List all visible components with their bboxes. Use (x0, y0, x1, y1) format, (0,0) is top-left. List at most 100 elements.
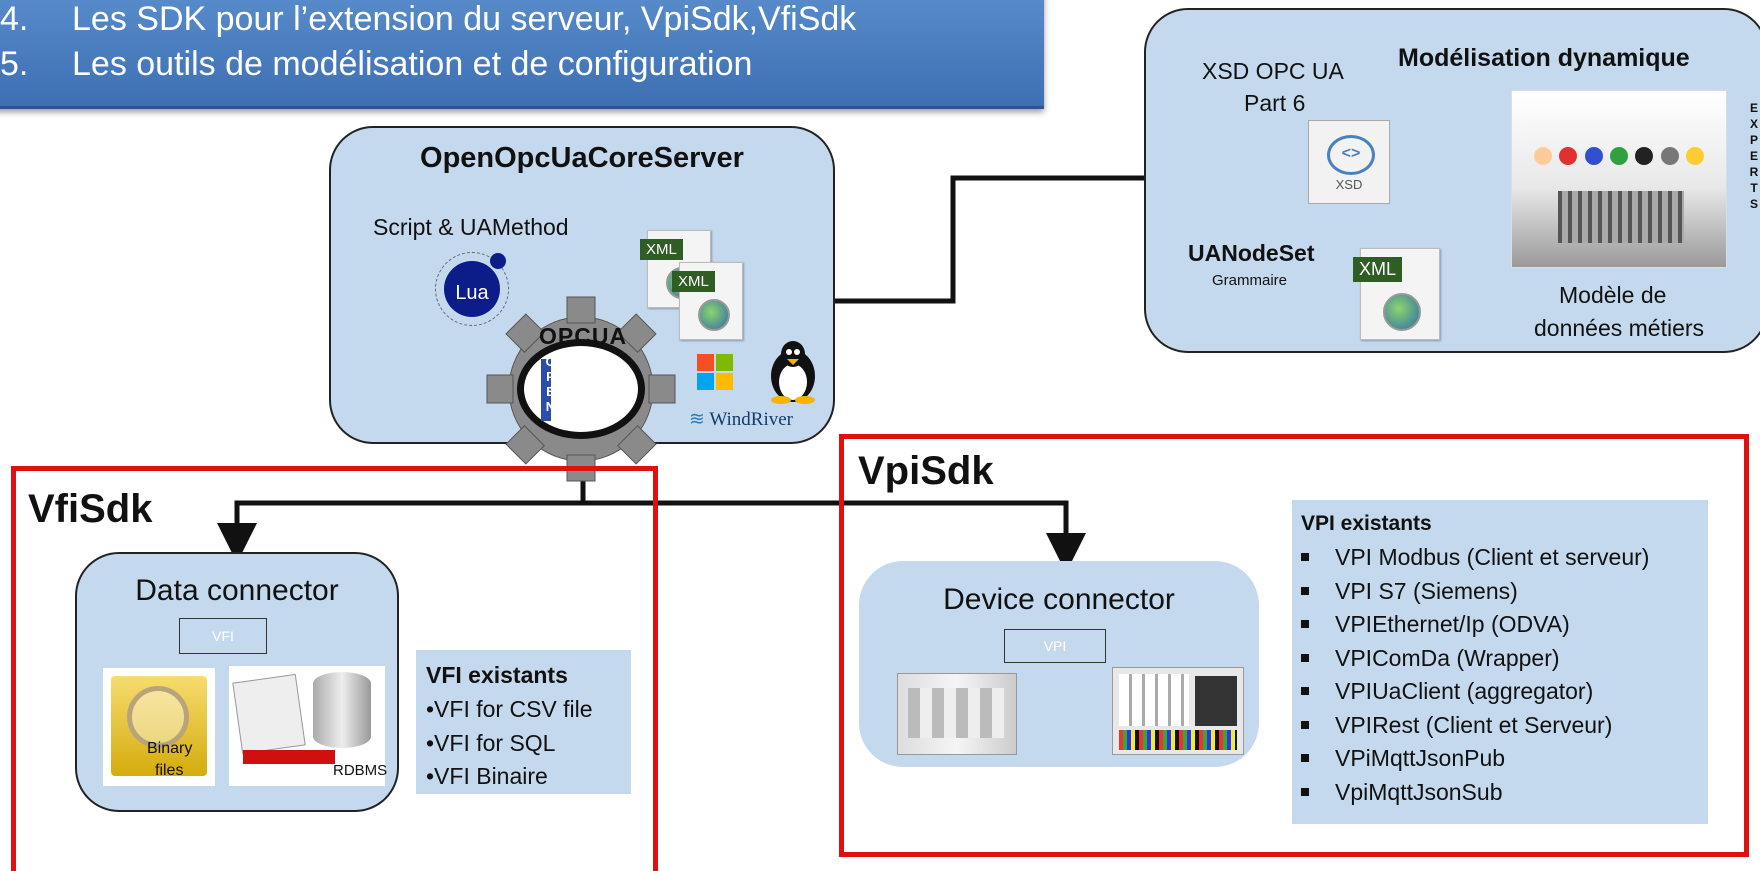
bullet-square-icon (1301, 787, 1309, 796)
model-label-line1: Modèle de (1559, 282, 1667, 308)
vfi-existing-item: •VFI for CSV file (426, 696, 593, 722)
lua-logo: Lua (435, 252, 509, 326)
xsd-file-icon: <> XSD (1308, 120, 1390, 204)
rdbms-label: RDBMS (333, 762, 388, 779)
vpi-existing-item: VPIComDa (Wrapper) (1301, 645, 1560, 672)
bullet-square-icon (1301, 653, 1309, 662)
xml-tag-label: XML (640, 239, 683, 260)
vpi-existing-item: VPI S7 (Siemens) (1301, 578, 1518, 605)
vpisdk-title: VpiSdk (858, 449, 994, 493)
bullet-square-icon (1301, 720, 1309, 729)
rdbms-image: RDBMS (229, 666, 388, 786)
globe-icon-2 (698, 299, 730, 331)
model-label-line2: données métiers (1534, 315, 1705, 341)
banner-line-4-text: Les SDK pour l’extension du serveur, Vpi… (72, 0, 857, 38)
experts-heads (1534, 147, 1704, 169)
database-icon (313, 672, 371, 748)
windows-logo-green (716, 354, 733, 371)
xsd-brackets-icon: <> (1327, 135, 1375, 175)
header-banner: 4. Les SDK pour l’extension du serveur, V… (0, 0, 1044, 109)
plc-device-image (897, 673, 1017, 755)
windows-logo-red (697, 354, 714, 371)
opcua-gear-logo (486, 296, 676, 482)
breakers-icon (1119, 674, 1189, 726)
open-logo-text: OPEN (543, 354, 558, 414)
vpi-existing-item-label: VPI Modbus (Client et serveur) (1335, 544, 1650, 570)
electrical-cabinet-image (1112, 667, 1244, 755)
vpi-existing-item: VPiMqttJsonPub (1301, 745, 1505, 772)
vpi-existing-item-label: VpiMqttJsonSub (1335, 779, 1503, 805)
data-connector-panel: Data connector VFI Binary files RDBMS (75, 552, 399, 812)
lua-moon-icon (490, 253, 506, 269)
vfi-existing-title: VFI existants (426, 662, 568, 688)
banner-line-4: 4. Les SDK pour l’extension du serveur, V… (0, 0, 856, 39)
red-arrow-icon (243, 750, 335, 764)
windows-logo-yellow (716, 373, 733, 390)
vfi-existing-item: •VFI for SQL (426, 730, 556, 756)
windriver-logo: ≋ WindRiver (689, 408, 793, 431)
lua-logo-circle: Lua (444, 261, 500, 317)
wires-icon (1119, 730, 1237, 750)
xsd-label-line2: Part 6 (1244, 90, 1306, 116)
script-uamethod-label: Script & UAMethod (373, 214, 569, 240)
uanodeset-label: UANodeSet (1188, 240, 1315, 266)
opcua-logo-text: OPCUA (539, 323, 628, 349)
vfi-interface-box: VFI (179, 618, 267, 654)
bullet-square-icon (1301, 552, 1309, 561)
table-sheet-icon (232, 673, 306, 755)
device-connector-title: Device connector (943, 583, 1175, 616)
bullet-square-icon (1301, 619, 1309, 628)
vpi-existing-item-label: VPIUaClient (aggregator) (1335, 678, 1594, 704)
vfi-existing-item: •VFI Binaire (426, 763, 548, 789)
vpi-existing-item: VPI Modbus (Client et serveur) (1301, 544, 1649, 571)
core-server-panel: OpenOpcUaCoreServer Script & UAMethod Lu… (329, 126, 835, 482)
vpi-existing-item-label: VPIEthernet/Ip (ODVA) (1335, 611, 1570, 637)
uanodeset-xml-icon: XML (1353, 248, 1440, 340)
arrow-server-to-vpi (583, 500, 1086, 573)
xml-tag-label-2: XML (672, 271, 715, 292)
vpi-existing-item: VPIEthernet/Ip (ODVA) (1301, 611, 1570, 638)
vpi-existing-item-label: VPiMqttJsonPub (1335, 745, 1506, 771)
vpi-interface-box: VPI (1004, 629, 1106, 663)
linux-tux-icon (771, 341, 815, 404)
vpi-existing-item: VPIRest (Client et Serveur) (1301, 712, 1612, 739)
controller-icon (1195, 676, 1237, 726)
xsd-label-line1: XSD OPC UA (1202, 58, 1344, 84)
vfisdk-frame (11, 466, 658, 871)
banner-line-5-text: Les outils de modélisation et de configu… (72, 45, 753, 83)
banner-line-4-number: 4. (0, 0, 29, 38)
xml-file-icon-2: XML (672, 262, 743, 340)
vpi-existing-item-label: VPIComDa (Wrapper) (1335, 645, 1560, 671)
windriver-label: WindRiver (709, 409, 794, 430)
modeling-panel: Modélisation dynamique XSD OPC UA Part 6… (1144, 8, 1760, 353)
data-connector-title: Data connector (135, 574, 339, 607)
modeling-title: Modélisation dynamique (1398, 44, 1690, 72)
binary-files-image: Binary files (103, 668, 215, 786)
uanodeset-globe-icon (1383, 293, 1421, 331)
bullet-square-icon (1301, 686, 1309, 695)
bullet-square-icon (1301, 586, 1309, 595)
xsd-icon-text: XSD (1335, 177, 1363, 192)
windows-logo-icon (697, 354, 733, 390)
plc-modules (908, 688, 1004, 738)
vpi-existing-item-label: VPIRest (Client et Serveur) (1335, 712, 1613, 738)
binary-label-line2: files (155, 762, 184, 779)
device-connector-panel: Device connector VPI (859, 561, 1259, 767)
banner-line-5-number: 5. (0, 45, 29, 83)
experts-building (1558, 191, 1684, 243)
core-server-title: OpenOpcUaCoreServer (420, 142, 744, 174)
experts-image (1511, 90, 1727, 268)
binary-label-line1: Binary (147, 740, 193, 757)
magnifier-icon (127, 686, 189, 748)
vpi-existing-item-label: VPI S7 (Siemens) (1335, 578, 1518, 604)
vpi-existing-title: VPI existants (1301, 512, 1432, 535)
windows-logo-blue (697, 373, 714, 390)
bullet-square-icon (1301, 753, 1309, 762)
banner-line-5: 5. Les outils de modélisation et de confi… (0, 45, 752, 84)
uanodeset-xml-tag: XML (1353, 257, 1403, 282)
vpi-existing-box: VPI existants VPI Modbus (Client et serv… (1292, 500, 1708, 824)
windriver-waves-icon: ≋ (689, 409, 705, 430)
vpi-existing-item: VpiMqttJsonSub (1301, 779, 1502, 806)
vfi-existing-box: VFI existants •VFI for CSV file •VFI for… (416, 650, 631, 794)
